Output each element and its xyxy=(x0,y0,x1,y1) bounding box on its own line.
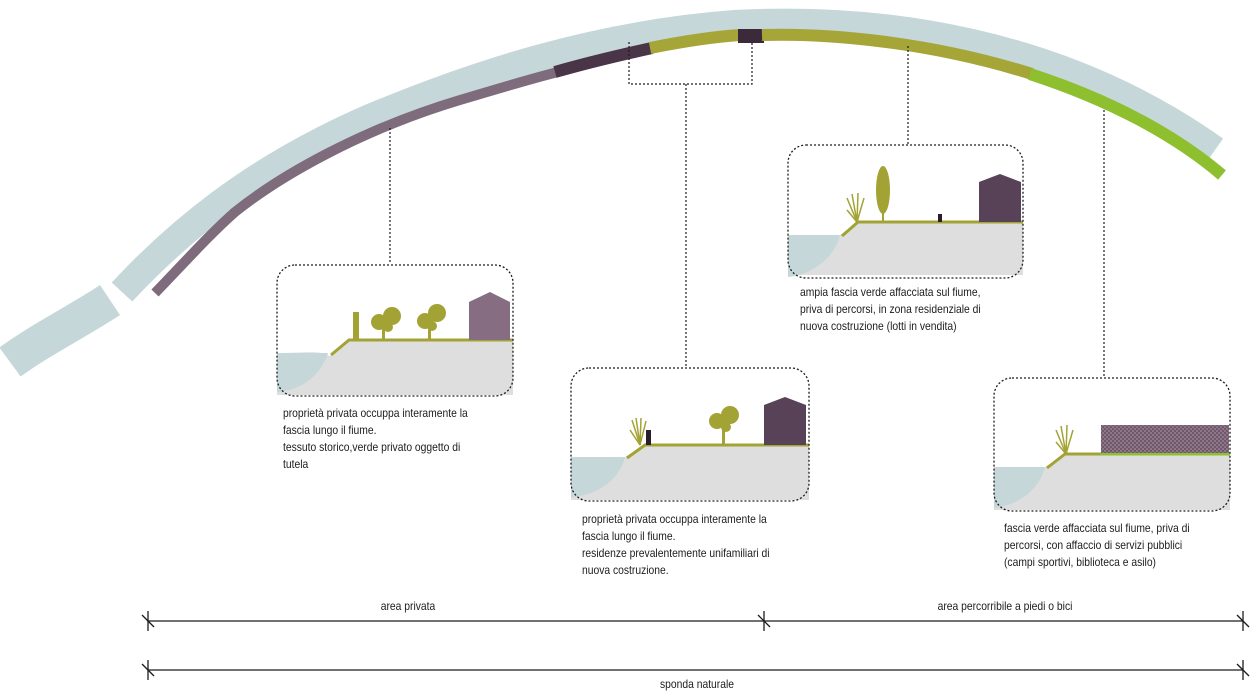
caption-section-3: ampia fascia verde affacciata sul fiume,… xyxy=(800,284,981,335)
section-box-2 xyxy=(570,367,810,502)
public-buildings xyxy=(1101,425,1229,453)
caption-line: proprietà privata occuppa interamente la xyxy=(582,512,767,526)
section-box-1 xyxy=(276,264,514,397)
cypress-icon xyxy=(876,166,890,222)
scale-label-private: area privata xyxy=(380,599,436,613)
bank-segment-green-2 xyxy=(761,28,1034,80)
caption-line: nuova costruzione (lotti in vendita) xyxy=(800,319,957,333)
reeds-icon xyxy=(846,192,865,223)
bank-segment-historic xyxy=(151,67,560,297)
caption-line: fascia lungo il fiume. xyxy=(582,529,676,543)
bank-segment-residential xyxy=(553,42,654,78)
water xyxy=(994,467,1045,508)
river xyxy=(0,8,1224,377)
caption-line: tutela xyxy=(283,457,309,471)
reeds-icon xyxy=(1055,424,1074,455)
tree-icon xyxy=(417,304,446,340)
water xyxy=(571,457,625,497)
caption-line: residenze prevalentemente unifamiliari d… xyxy=(582,546,770,560)
tree-icon xyxy=(371,307,401,340)
caption-line: ampia fascia verde affacciata sul fiume, xyxy=(800,285,981,299)
house-icon xyxy=(979,174,1021,222)
house-icon xyxy=(469,292,510,340)
water xyxy=(277,353,328,392)
caption-line: (campi sportivi, biblioteca e asilo) xyxy=(1004,555,1157,569)
leader-lines xyxy=(389,42,1105,377)
water xyxy=(788,235,840,277)
caption-section-2: proprietà privata occuppa interamente la… xyxy=(582,511,770,579)
bank-segment-green-1 xyxy=(648,29,741,54)
bank-segment-dark-block xyxy=(738,29,764,43)
section-box-4 xyxy=(993,377,1231,512)
caption-line: fascia lungo il fiume. xyxy=(283,423,377,437)
scale-label-walkable: area percorribile a piedi o bici xyxy=(937,599,1073,613)
bank-segment-public xyxy=(1028,68,1226,180)
fence-post xyxy=(646,430,651,445)
caption-line: nuova costruzione. xyxy=(582,563,669,577)
bank-segments xyxy=(151,28,1226,297)
caption-line: percorsi, con affaccio di servizi pubbli… xyxy=(1004,538,1183,552)
tree-icon xyxy=(709,406,739,445)
caption-line: fascia verde affacciata sul fiume, priva… xyxy=(1004,521,1190,535)
caption-line: priva di percorsi, in zona residenziale … xyxy=(800,302,981,316)
caption-line: proprietà privata occuppa interamente la xyxy=(283,406,468,420)
scale-bars xyxy=(141,611,1250,680)
section-box-3 xyxy=(787,144,1024,279)
caption-line: tessuto storico,verde privato oggetto di xyxy=(283,440,461,454)
caption-section-1: proprietà privata occuppa interamente la… xyxy=(283,405,468,473)
caption-section-4: fascia verde affacciata sul fiume, priva… xyxy=(1004,520,1190,571)
fence-post xyxy=(353,312,359,340)
post xyxy=(938,214,942,222)
house-icon xyxy=(764,397,806,445)
scale-label-natural-bank: sponda naturale xyxy=(659,677,735,691)
reeds-icon xyxy=(629,417,647,446)
